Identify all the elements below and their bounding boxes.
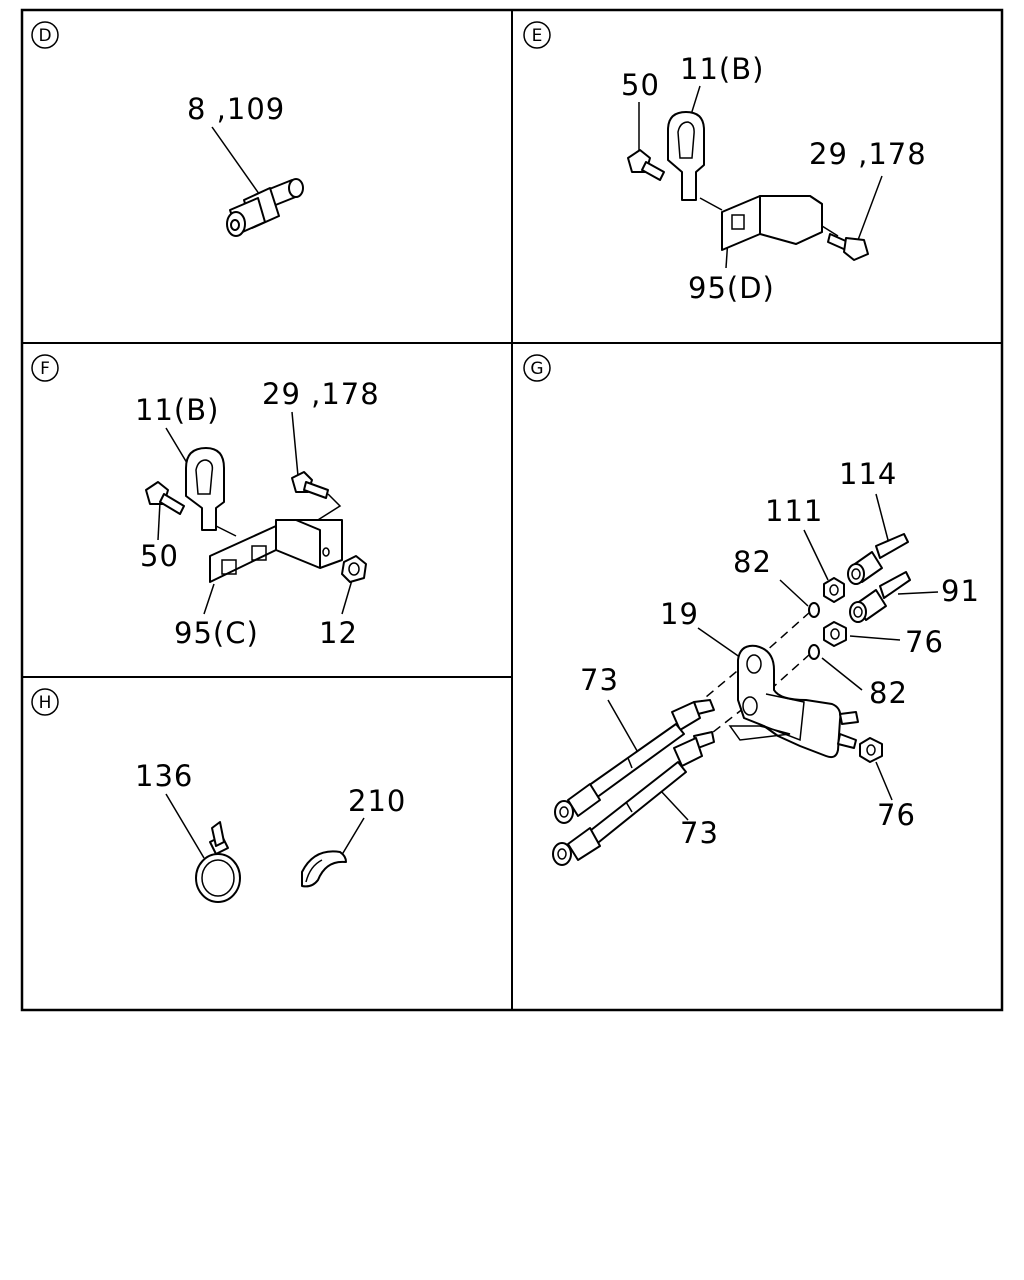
label-73-bottom: 73 (680, 816, 719, 850)
bolt-part-e-right (827, 233, 869, 261)
washer-part-82-top (808, 602, 820, 618)
leader-29-178 (857, 175, 883, 241)
leader-73-top (607, 699, 641, 757)
nipple-fitting-part (226, 178, 304, 237)
label-12: 12 (319, 616, 358, 650)
label-95d: 95(D) (688, 271, 775, 305)
label-82-top: 82 (733, 545, 772, 579)
section-g-letter: G (530, 359, 543, 379)
label-11b: 11(B) (680, 52, 764, 86)
section-d-badge: D (31, 21, 59, 49)
nut-part-76-top (823, 621, 847, 647)
label-91: 91 (941, 574, 980, 608)
washer-part-82-bottom (808, 644, 820, 660)
pipe-part-91 (849, 571, 911, 623)
stud-part-right-bottom (837, 733, 857, 749)
section-h-letter: H (39, 693, 52, 713)
label-29-178-f: 29 ,178 (262, 377, 380, 411)
protector-part-210 (301, 850, 347, 888)
section-f-letter: F (40, 359, 50, 379)
bolt-part-e-left (627, 149, 665, 181)
section-f: F 11(B) 29 ,178 50 95(C) 12 (31, 354, 380, 650)
section-e: E 50 11(B) 29 ,178 95(D) (523, 21, 927, 305)
leader-76-bottom (875, 761, 893, 801)
label-19: 19 (660, 597, 699, 631)
leader-50-f (157, 501, 161, 541)
nut-part-12 (341, 555, 367, 583)
section-g-badge: G (523, 354, 551, 382)
leader-73-bottom (659, 789, 689, 821)
leader-12 (341, 579, 353, 615)
bracket-part-95d (721, 195, 823, 251)
section-f-badge: F (31, 354, 59, 382)
label-136: 136 (135, 759, 193, 793)
label-76-bottom: 76 (877, 798, 916, 832)
leader-210 (339, 817, 365, 859)
cable-tie-part-136 (195, 821, 241, 903)
label-111: 111 (765, 494, 823, 528)
label-50: 50 (621, 68, 660, 102)
section-e-badge: E (523, 21, 551, 49)
frame-grid (20, 8, 1004, 1012)
leader-82-bottom (821, 657, 863, 691)
section-h: H 136 210 (31, 688, 406, 903)
pipe-part-114 (847, 533, 909, 585)
clip-part-f (185, 447, 225, 531)
leader-111 (803, 529, 829, 581)
label-95c: 95(C) (174, 616, 259, 650)
label-82-bottom: 82 (869, 676, 908, 710)
leader-82-top (779, 579, 809, 607)
bolt-part-f-top (291, 471, 329, 499)
bracket-part-19 (728, 644, 842, 759)
label-50-f: 50 (140, 539, 179, 573)
clip-part-e (667, 111, 705, 201)
stud-part-right-top (839, 711, 859, 725)
bracket-part-95c (209, 519, 343, 583)
leader-29-178-f (291, 411, 299, 477)
section-e-letter: E (532, 26, 543, 46)
leader-114 (875, 493, 889, 541)
leader-95c (203, 583, 215, 615)
leader-8-109 (211, 126, 263, 199)
label-29-178: 29 ,178 (809, 137, 927, 171)
leader-76-top (849, 635, 901, 641)
nut-part-111 (823, 577, 845, 603)
section-d: D 8 ,109 (31, 21, 304, 237)
leader-91 (897, 591, 939, 595)
label-11b-f: 11(B) (135, 393, 219, 427)
label-76-top: 76 (905, 625, 944, 659)
label-210: 210 (348, 784, 406, 818)
section-h-badge: H (31, 688, 59, 716)
hose-part-73-bottom (552, 731, 715, 866)
label-114: 114 (839, 457, 897, 491)
hose-part-73-top (554, 699, 715, 824)
leader-136 (165, 793, 205, 859)
nut-part-76-bottom (859, 737, 883, 763)
label-73-top: 73 (580, 663, 619, 697)
leader-19 (697, 627, 745, 661)
label-8-109: 8 ,109 (187, 92, 285, 126)
section-d-letter: D (38, 26, 51, 46)
section-g: G 114 111 82 91 19 76 73 82 73 76 (523, 354, 980, 866)
bolt-part-f-left (145, 481, 185, 515)
